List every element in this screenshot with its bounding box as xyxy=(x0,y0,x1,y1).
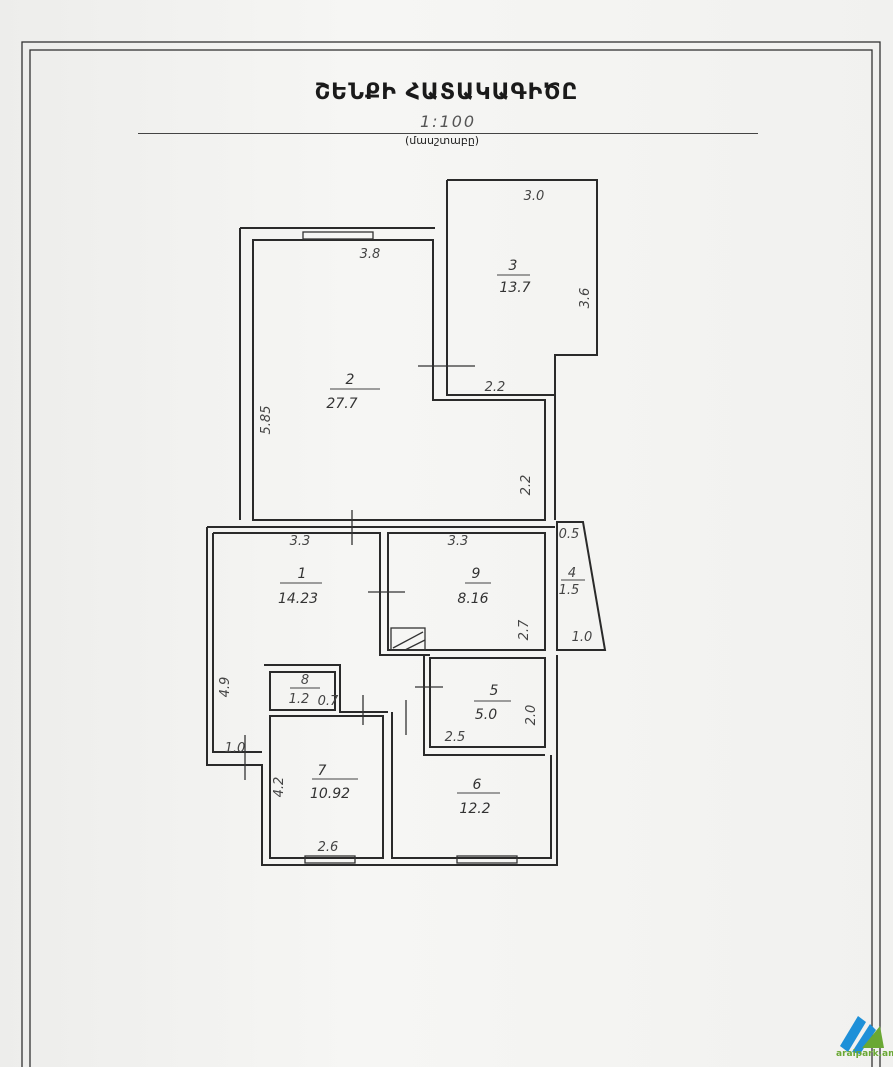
room-2-walls xyxy=(239,227,546,521)
svg-text:2: 2 xyxy=(346,372,355,388)
dim-r3-length: 3.6 xyxy=(578,288,593,309)
svg-text:8: 8 xyxy=(301,673,309,688)
dim-r7-width: 2.6 xyxy=(318,840,339,855)
room-4-walls xyxy=(556,521,607,651)
room-label-1: 114.23 xyxy=(278,566,322,607)
outer-walls xyxy=(206,526,558,866)
frame-outer xyxy=(21,41,881,1067)
dim-r9-length: 2.7 xyxy=(517,619,532,640)
dim-r5-width: 2.5 xyxy=(445,730,466,745)
svg-text:5.0: 5.0 xyxy=(475,707,497,723)
dim-r7-length: 4.2 xyxy=(272,777,287,798)
svg-text:1.5: 1.5 xyxy=(559,583,580,598)
window xyxy=(456,855,518,864)
room-6-walls xyxy=(391,712,552,859)
svg-text:6: 6 xyxy=(473,777,482,793)
svg-text:1: 1 xyxy=(298,566,307,582)
dim-r4-bottom: 1.0 xyxy=(572,630,593,645)
window xyxy=(302,231,374,240)
watermark-text: araipark.am xyxy=(836,1049,893,1059)
frame-inner xyxy=(29,49,873,1067)
svg-text:1.2: 1.2 xyxy=(289,692,310,707)
svg-text:14.23: 14.23 xyxy=(278,591,318,607)
room-9-walls xyxy=(213,532,546,656)
room-label-6: 612.2 xyxy=(457,777,500,817)
svg-text:8.16: 8.16 xyxy=(457,591,488,607)
dim-r2-width: 3.8 xyxy=(360,247,381,262)
dim-r2-notch: 2.2 xyxy=(519,475,534,496)
room-label-3: 313.7 xyxy=(497,258,531,296)
watermark-logo-icon xyxy=(840,1016,884,1054)
scale-value: 1:100 xyxy=(420,112,477,131)
dim-r9-width: 3.3 xyxy=(448,534,469,549)
page-title: ՇԵՆՔԻ ՀԱՏԱԿԱԳԻԾԸ xyxy=(314,80,579,105)
room-label-7: 710.92 xyxy=(310,763,358,802)
svg-text:3: 3 xyxy=(509,258,518,274)
dim-r3-width: 3.0 xyxy=(524,189,545,204)
room-3-walls xyxy=(446,179,598,520)
svg-text:5: 5 xyxy=(490,683,499,699)
dim-r1-corridor: 1.0 xyxy=(225,741,246,756)
room-7-walls xyxy=(269,715,384,859)
svg-text:27.7: 27.7 xyxy=(326,396,357,412)
dim-r4-top: 0.5 xyxy=(559,527,580,542)
scale-underline xyxy=(138,133,758,134)
dim-r8-width: 0.7 xyxy=(318,694,339,709)
room-8-walls xyxy=(264,664,388,713)
dim-r1-length: 4.9 xyxy=(218,677,233,698)
svg-text:7: 7 xyxy=(318,763,327,779)
scale-caption: (մասշտաբը) xyxy=(405,134,480,147)
svg-text:10.92: 10.92 xyxy=(310,786,350,802)
room-5-walls xyxy=(423,655,546,756)
svg-text:9: 9 xyxy=(472,566,481,582)
dim-r3-bottom: 2.2 xyxy=(485,380,506,395)
dim-r1-width: 3.3 xyxy=(290,534,311,549)
room-label-8: 81.2 xyxy=(289,673,320,707)
dim-r2-length: 5.85 xyxy=(259,406,274,435)
room-label-4: 41.5 xyxy=(559,566,585,598)
room-label-9: 98.16 xyxy=(457,566,491,607)
room-label-5: 55.0 xyxy=(474,683,511,723)
dim-r5-length: 2.0 xyxy=(524,705,539,726)
svg-text:13.7: 13.7 xyxy=(499,280,530,296)
room-label-2: 227.7 xyxy=(326,372,380,412)
svg-text:12.2: 12.2 xyxy=(459,801,490,817)
svg-text:4: 4 xyxy=(568,566,576,581)
hatched-shaft xyxy=(390,627,426,651)
window xyxy=(304,855,356,864)
